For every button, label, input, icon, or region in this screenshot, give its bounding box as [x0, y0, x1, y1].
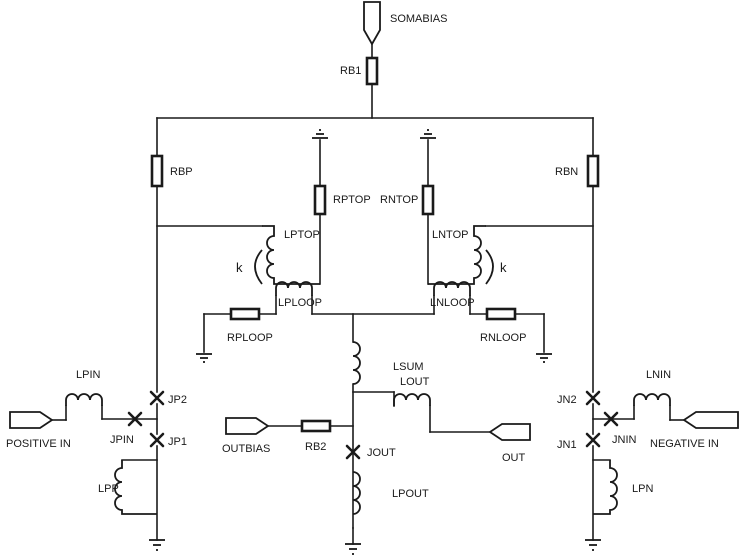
- negative-in-port: [684, 412, 738, 428]
- jout-label: JOUT: [367, 447, 396, 459]
- lnin-inductor: [634, 394, 670, 406]
- lpn-label: LPN: [632, 483, 653, 495]
- left-coupling-arc: [255, 250, 262, 284]
- lnloop-label: LNLOOP: [430, 297, 475, 309]
- lntop-label: LNTOP: [432, 229, 468, 241]
- rb1-label: RB1: [340, 65, 361, 77]
- jn2-label: JN2: [557, 394, 577, 406]
- lpn-inductor: [593, 460, 617, 514]
- lout-inductor: [394, 394, 430, 406]
- jpin-label: JPIN: [110, 434, 134, 446]
- rbn-resistor: [588, 156, 598, 186]
- positive-in-label: POSITIVE IN: [6, 438, 71, 450]
- jn1-label: JN1: [557, 439, 577, 451]
- rploop-label: RPLOOP: [227, 332, 273, 344]
- somabias-port: [364, 2, 380, 44]
- positive-in-port: [10, 412, 52, 428]
- rbp-label: RBP: [170, 166, 193, 178]
- jp1-junction: [151, 434, 163, 446]
- right-coupling-arc: [486, 250, 493, 284]
- lpp-label: LPP: [98, 483, 119, 495]
- jnin-label: JNIN: [612, 434, 637, 446]
- rnloop-resistor: [487, 309, 515, 319]
- somabias-label: SOMABIAS: [390, 13, 447, 25]
- rbn-label: RBN: [555, 166, 578, 178]
- jp1-label: JP1: [168, 436, 187, 448]
- outbias-port: [226, 418, 268, 434]
- lsum-label: LSUM: [393, 361, 424, 373]
- rnloop-label: RNLOOP: [480, 332, 526, 344]
- rptop-resistor: [315, 186, 325, 214]
- lnin-label: LNIN: [646, 369, 671, 381]
- lpin-inductor: [66, 394, 102, 406]
- jn2-junction: [587, 392, 599, 404]
- lsum-inductor: [353, 342, 360, 384]
- rb2-label: RB2: [305, 441, 326, 453]
- lpout-inductor: [353, 472, 360, 514]
- out-label: OUT: [502, 452, 526, 464]
- rploop-resistor: [231, 309, 259, 319]
- jp2-junction: [151, 392, 163, 404]
- rntop-label: RNTOP: [380, 194, 418, 206]
- lpp-inductor: [115, 460, 157, 514]
- jp2-label: JP2: [168, 394, 187, 406]
- rb2-resistor: [302, 421, 330, 431]
- out-port: [490, 424, 530, 440]
- right-coupling-label: k: [500, 260, 507, 275]
- left-coupling-label: k: [236, 260, 243, 275]
- lploop-label: LPLOOP: [278, 297, 322, 309]
- rptop-label: RPTOP: [333, 194, 371, 206]
- rbp-resistor: [152, 156, 162, 186]
- lptop-label: LPTOP: [284, 229, 320, 241]
- rb1-resistor: [367, 58, 377, 84]
- lpin-label: LPIN: [76, 369, 101, 381]
- jn1-junction: [587, 434, 599, 446]
- negative-in-label: NEGATIVE IN: [650, 438, 719, 450]
- lout-label: LOUT: [400, 376, 430, 388]
- lpout-label: LPOUT: [392, 488, 429, 500]
- outbias-label: OUTBIAS: [222, 443, 270, 455]
- rntop-resistor: [423, 186, 433, 214]
